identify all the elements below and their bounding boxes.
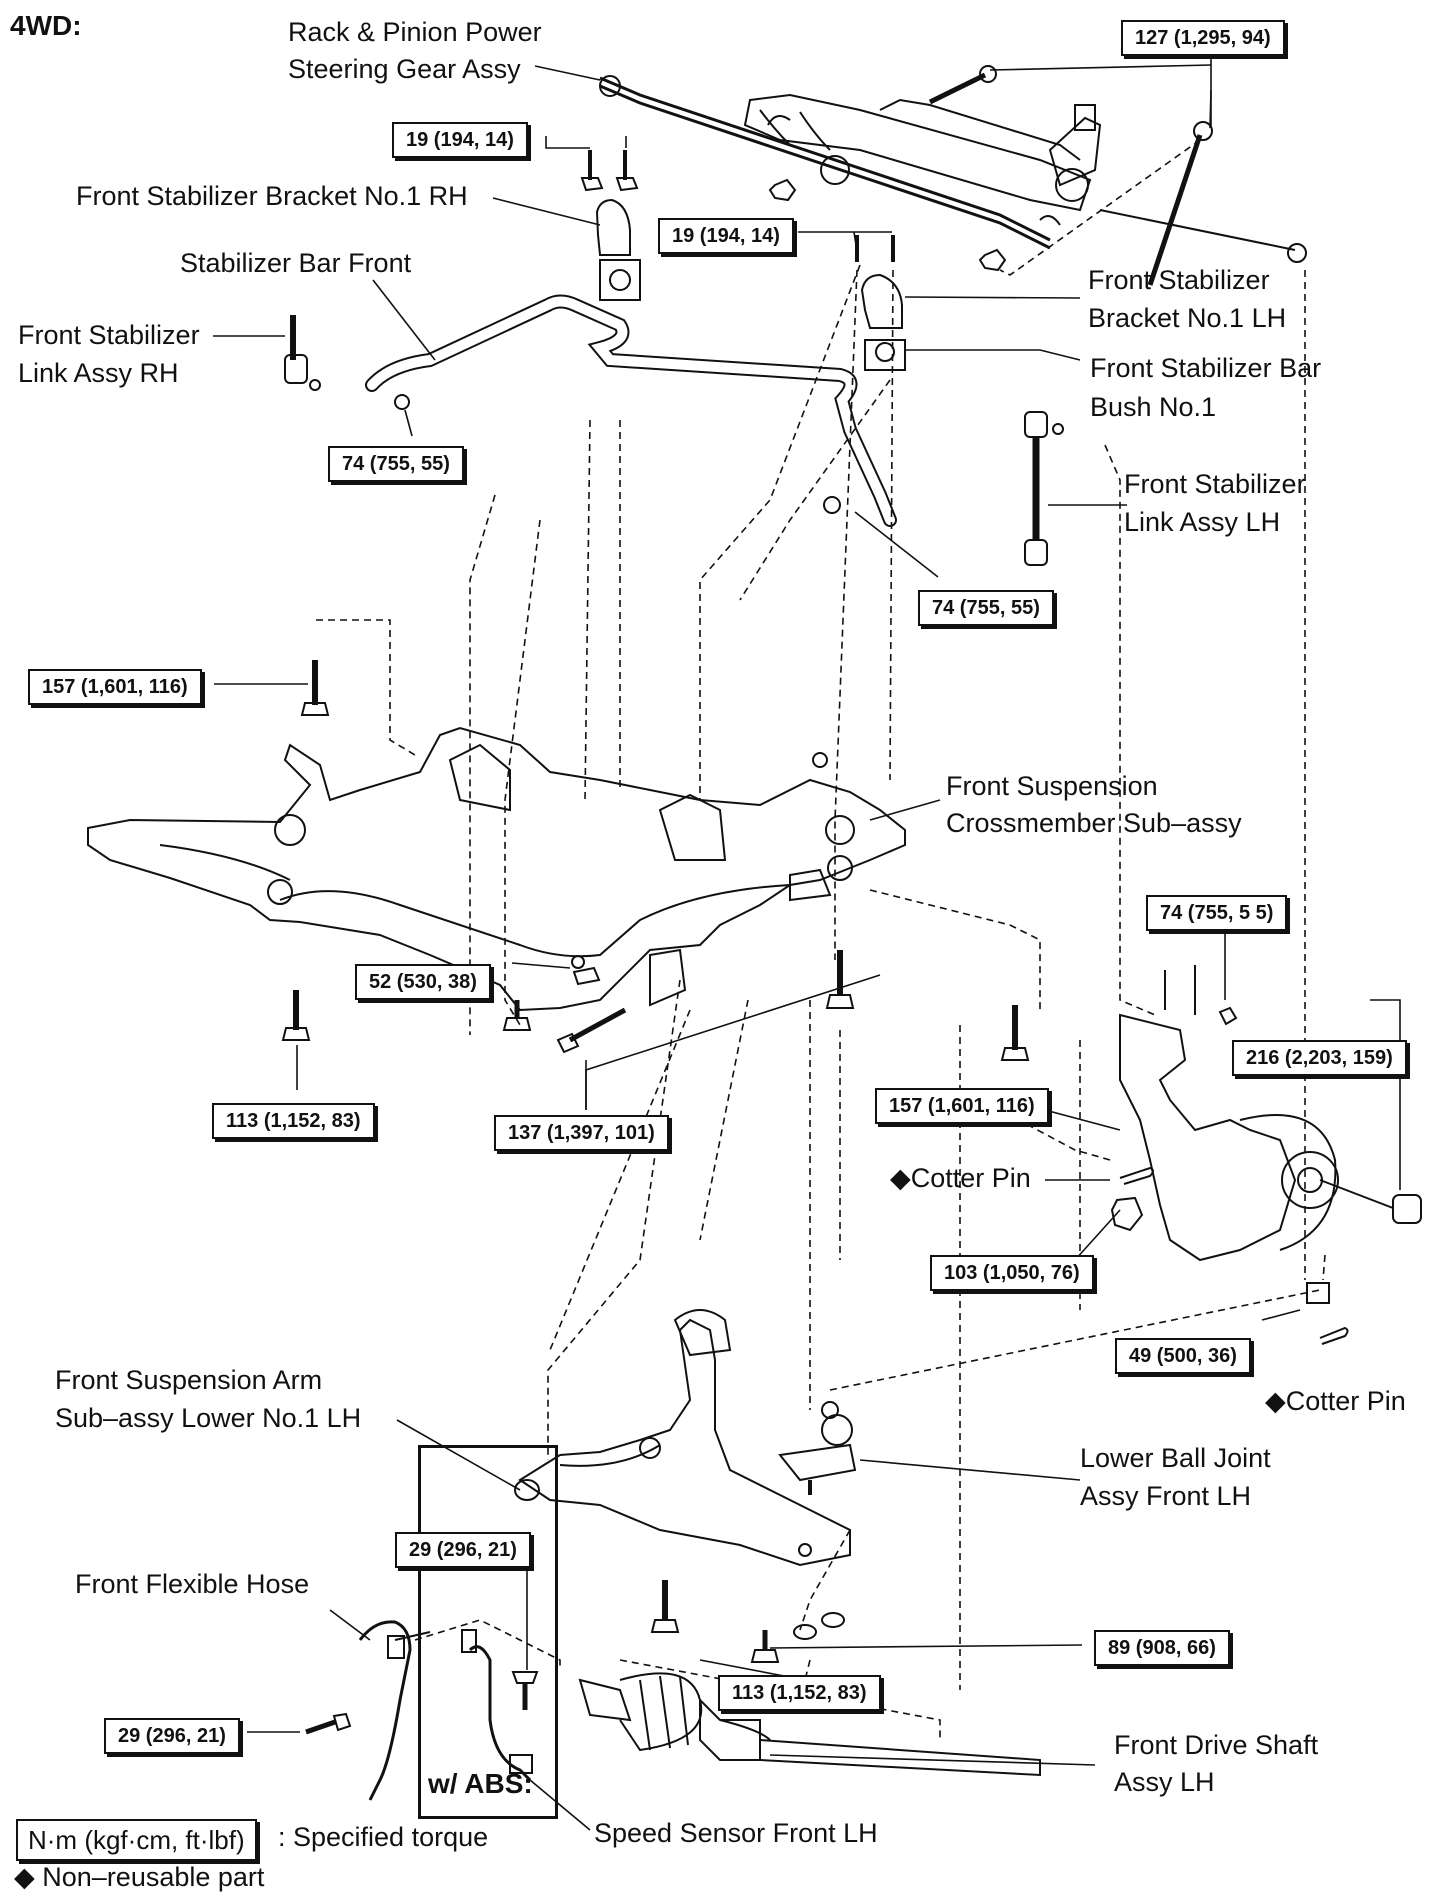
torque-103: 103 (1,050, 76)	[930, 1255, 1094, 1291]
flex-hose-drawing	[358, 1620, 431, 1801]
link-lh-drawing	[823, 411, 1064, 566]
torque-216: 216 (2,203, 159)	[1232, 1040, 1407, 1076]
drive-shaft-drawing	[578, 1672, 1041, 1777]
link-rh-drawing	[284, 315, 410, 410]
rack-bolts-drawing	[768, 65, 1213, 286]
alignment-lines	[316, 139, 1326, 1740]
lower-arm-bolts-drawing	[650, 1580, 845, 1663]
label-stabilizer-bar: Stabilizer Bar Front	[180, 248, 412, 278]
torque-157-lower: 157 (1,601, 116)	[875, 1088, 1049, 1124]
label-speed-sensor: Speed Sensor Front LH	[594, 1818, 878, 1848]
torque-157-upper: 157 (1,601, 116)	[28, 669, 202, 705]
label-link-lh-line1: Front Stabilizer	[1124, 469, 1306, 499]
label-bush-line2: Bush No.1	[1090, 392, 1217, 422]
torque-29-hose: 29 (296, 21)	[104, 1718, 240, 1754]
legend-non-reusable: ◆ Non–reusable part	[14, 1862, 265, 1892]
legend-specified-torque: : Specified torque	[278, 1822, 489, 1852]
label-w-abs: w/ ABS:	[428, 1768, 533, 1799]
abs-frame	[418, 1445, 558, 1819]
label-crossmember-line1: Front Suspension	[946, 771, 1158, 801]
label-rack-pinion-line2: Steering Gear Assy	[288, 54, 521, 84]
torque-52: 52 (530, 38)	[355, 964, 491, 1000]
torque-49: 49 (500, 36)	[1115, 1338, 1251, 1374]
label-bracket-rh: Front Stabilizer Bracket No.1 RH	[76, 181, 468, 211]
cotter-pins-drawing	[1110, 1166, 1349, 1345]
label-cotter-pin-upper: ◆Cotter Pin	[890, 1163, 1031, 1193]
legend-unit-box: N·m (kgf·cm, ft·lbf)	[16, 1819, 257, 1861]
torque-74-lh: 74 (755, 55)	[918, 590, 1054, 626]
torque-29-sensor: 29 (296, 21)	[395, 1532, 531, 1568]
torque-74-knuckle: 74 (755, 5 5)	[1146, 895, 1288, 931]
label-link-rh-line2: Link Assy RH	[18, 358, 179, 388]
label-ball-joint-line1: Lower Ball Joint	[1080, 1443, 1271, 1473]
torque-127: 127 (1,295, 94)	[1121, 20, 1285, 56]
speed-sensor-drawing	[305, 1629, 539, 1782]
stabilizer-bar-drawing	[365, 294, 897, 527]
label-rack-pinion-line1: Rack & Pinion Power	[288, 17, 542, 47]
lower-arm-drawing	[514, 1309, 851, 1567]
bracket-rh-drawing	[580, 150, 641, 301]
crossmember-drawing	[87, 726, 906, 1012]
torque-113-arm: 113 (1,152, 83)	[718, 1675, 881, 1711]
page-header: 4WD:	[10, 10, 82, 41]
label-lower-arm-line2: Sub–assy Lower No.1 LH	[55, 1403, 362, 1433]
steering-gear-drawing	[599, 75, 1307, 263]
steering-knuckle-drawing	[1119, 965, 1422, 1262]
ball-joint-drawing	[778, 1401, 857, 1495]
label-bracket-lh-line1: Front Stabilizer	[1088, 265, 1270, 295]
label-lower-arm-line1: Front Suspension Arm	[55, 1365, 323, 1395]
label-drive-shaft-line1: Front Drive Shaft	[1114, 1730, 1319, 1760]
label-ball-joint-line2: Assy Front LH	[1080, 1481, 1252, 1511]
label-link-rh-line1: Front Stabilizer	[18, 320, 200, 350]
torque-19-upper: 19 (194, 14)	[392, 122, 528, 158]
bracket-lh-drawing	[855, 235, 906, 371]
label-crossmember-line2: Crossmember Sub–assy	[946, 808, 1242, 838]
torque-137: 137 (1,397, 101)	[494, 1115, 669, 1151]
crossmember-bolts-drawing	[281, 660, 1238, 1061]
torque-113-crossmember: 113 (1,152, 83)	[212, 1103, 375, 1139]
torque-89: 89 (908, 66)	[1094, 1630, 1230, 1666]
label-flex-hose: Front Flexible Hose	[75, 1569, 310, 1599]
label-bush-line1: Front Stabilizer Bar	[1090, 353, 1322, 383]
label-drive-shaft-line2: Assy LH	[1114, 1767, 1215, 1797]
torque-74-rh: 74 (755, 55)	[328, 446, 464, 482]
label-link-lh-line2: Link Assy LH	[1124, 507, 1281, 537]
label-cotter-pin-lower: ◆Cotter Pin	[1265, 1386, 1406, 1416]
label-bracket-lh-line2: Bracket No.1 LH	[1088, 303, 1287, 333]
torque-19-lower: 19 (194, 14)	[658, 218, 794, 254]
